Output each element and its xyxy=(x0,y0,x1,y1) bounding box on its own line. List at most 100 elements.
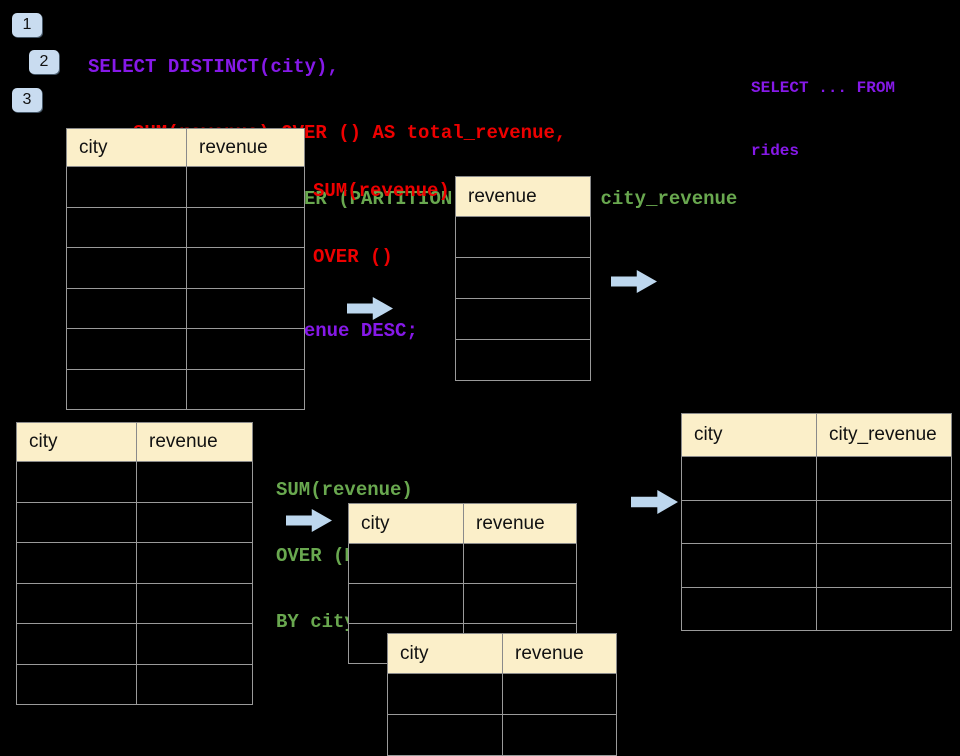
table-row xyxy=(66,166,305,208)
table-row xyxy=(66,287,305,329)
label-total-line1: SUM(revenue) xyxy=(313,180,450,202)
empty-cell xyxy=(136,582,253,624)
table-row xyxy=(16,501,253,543)
empty-cell xyxy=(66,368,187,410)
empty-cell xyxy=(455,216,591,258)
empty-cell xyxy=(186,206,305,248)
empty-cell xyxy=(463,583,577,624)
side-note-line2: rides xyxy=(751,142,800,160)
column-header-revenue: revenue xyxy=(136,422,253,462)
empty-cell xyxy=(136,623,253,665)
empty-cell xyxy=(502,673,617,715)
table-header-row: city revenue xyxy=(16,422,253,462)
table-row xyxy=(66,206,305,248)
table-row xyxy=(455,216,591,258)
label-sum-over-total: SUM(revenue) OVER () xyxy=(313,136,450,290)
step-badge-1: 1 xyxy=(12,13,42,37)
table-row xyxy=(348,583,577,624)
empty-cell xyxy=(502,714,617,756)
column-header-city: city xyxy=(66,128,187,167)
table-row xyxy=(681,586,952,631)
empty-cell xyxy=(816,456,952,501)
table-row xyxy=(16,461,253,503)
label-partition-line1: SUM(revenue) xyxy=(276,479,413,501)
empty-cell xyxy=(136,663,253,705)
empty-cell xyxy=(455,339,591,381)
empty-cell xyxy=(136,542,253,584)
table-row xyxy=(387,714,617,756)
empty-cell xyxy=(816,586,952,631)
empty-cell xyxy=(186,368,305,410)
empty-cell xyxy=(681,499,817,544)
column-header-city-revenue: city_revenue xyxy=(816,413,952,457)
empty-cell xyxy=(66,206,187,248)
table-header-row: city revenue xyxy=(348,503,577,544)
table-partition-front: city revenue xyxy=(387,633,617,756)
column-header-revenue: revenue xyxy=(186,128,305,167)
table-row xyxy=(681,543,952,588)
column-header-city: city xyxy=(16,422,137,462)
empty-cell xyxy=(16,623,137,665)
empty-cell xyxy=(66,166,187,208)
empty-cell xyxy=(681,543,817,588)
empty-cell xyxy=(16,582,137,624)
column-header-revenue: revenue xyxy=(455,176,591,217)
table-row xyxy=(387,673,617,715)
column-header-city: city xyxy=(348,503,464,544)
table-header-row: city revenue xyxy=(387,633,617,674)
column-header-revenue: revenue xyxy=(463,503,577,544)
empty-cell xyxy=(455,257,591,299)
table-row xyxy=(66,368,305,410)
empty-cell xyxy=(463,543,577,584)
empty-cell xyxy=(455,298,591,340)
right-arrow-icon xyxy=(631,490,678,514)
empty-cell xyxy=(66,247,187,289)
table-row xyxy=(681,456,952,501)
empty-cell xyxy=(816,543,952,588)
empty-cell xyxy=(66,287,187,329)
table-row xyxy=(455,257,591,299)
empty-cell xyxy=(681,586,817,631)
table-row xyxy=(681,499,952,544)
column-header-revenue: revenue xyxy=(502,633,617,674)
empty-cell xyxy=(136,501,253,543)
empty-cell xyxy=(16,542,137,584)
empty-cell xyxy=(186,166,305,208)
empty-cell xyxy=(186,328,305,370)
step-badge-3: 3 xyxy=(12,88,42,112)
side-note-line1: SELECT ... FROM xyxy=(751,79,896,97)
empty-cell xyxy=(348,543,464,584)
label-total-line2: OVER () xyxy=(313,246,393,268)
table-row xyxy=(16,542,253,584)
table-row xyxy=(348,543,577,584)
table-source-top: city revenue xyxy=(66,128,305,410)
table-row xyxy=(455,339,591,381)
table-row xyxy=(66,247,305,289)
column-header-city: city xyxy=(681,413,817,457)
table-source-bottom: city revenue xyxy=(16,422,253,705)
empty-cell xyxy=(681,456,817,501)
step-badge-2: 2 xyxy=(29,50,59,74)
table-row xyxy=(66,328,305,370)
slide-canvas: { "badges": { "step1": "1", "step2": "2"… xyxy=(12,13,952,756)
side-note-select-from: SELECT ... FROM rides xyxy=(751,36,895,183)
table-header-row: city city_revenue xyxy=(681,413,952,457)
empty-cell xyxy=(186,247,305,289)
empty-cell xyxy=(816,499,952,544)
table-row xyxy=(16,663,253,705)
column-header-city: city xyxy=(387,633,503,674)
empty-cell xyxy=(387,714,503,756)
table-total-revenue: revenue xyxy=(455,176,591,381)
empty-cell xyxy=(66,328,187,370)
table-header-row: revenue xyxy=(455,176,591,217)
sql-line-select: SELECT DISTINCT(city), xyxy=(88,56,339,78)
table-row xyxy=(16,623,253,665)
table-header-row: city revenue xyxy=(66,128,305,167)
empty-cell xyxy=(136,461,253,503)
table-row xyxy=(16,582,253,624)
table-city-revenue-result: city city_revenue xyxy=(681,413,952,631)
empty-cell xyxy=(186,287,305,329)
empty-cell xyxy=(348,583,464,624)
empty-cell xyxy=(16,461,137,503)
empty-cell xyxy=(16,501,137,543)
